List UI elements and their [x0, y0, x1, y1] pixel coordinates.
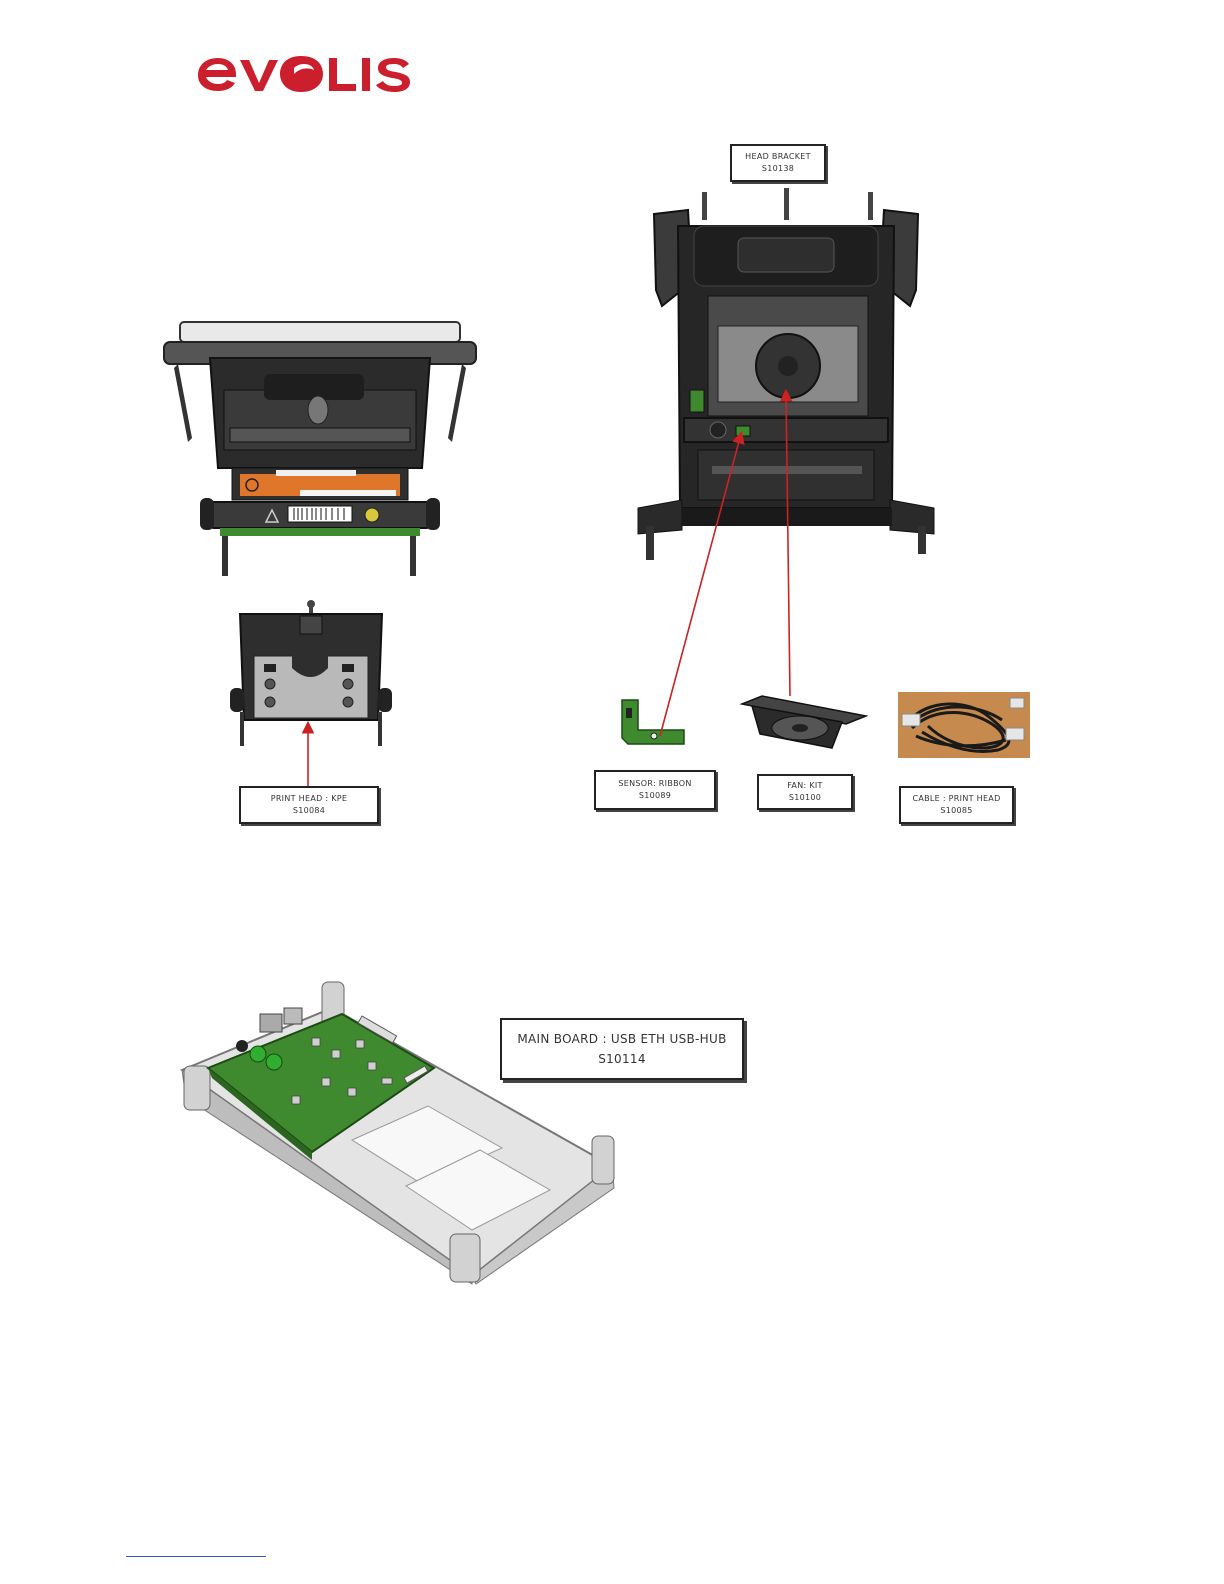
cable-print-head-ref: S10085 [940, 805, 972, 817]
main-board-callout: MAIN BOARD : USB ETH USB-HUB S10114 [500, 1018, 744, 1080]
print-head-callout: PRINT HEAD : KPE S10084 [239, 786, 379, 824]
main-board-label: MAIN BOARD : USB ETH USB-HUB [517, 1029, 726, 1049]
sensor-ribbon-ref: S10089 [639, 790, 671, 802]
fan-kit-ref: S10100 [789, 792, 821, 804]
footer-link-underline[interactable] [126, 1556, 266, 1557]
fan-kit-label: FAN: KIT [787, 780, 822, 792]
fan-arrow [786, 392, 790, 696]
fan-kit-callout: FAN: KIT S10100 [757, 774, 853, 810]
print-head-ref: S10084 [293, 805, 325, 817]
callout-arrows [0, 0, 1224, 900]
sensor-arrow [660, 434, 741, 736]
sensor-ribbon-label: SENSOR: RIBBON [618, 778, 691, 790]
sensor-ribbon-callout: SENSOR: RIBBON S10089 [594, 770, 716, 810]
cable-print-head-label: CABLE : PRINT HEAD [912, 793, 1000, 805]
cable-print-head-callout: CABLE : PRINT HEAD S10085 [899, 786, 1014, 824]
print-head-label: PRINT HEAD : KPE [271, 793, 348, 805]
main-board-ref: S10114 [598, 1049, 646, 1069]
